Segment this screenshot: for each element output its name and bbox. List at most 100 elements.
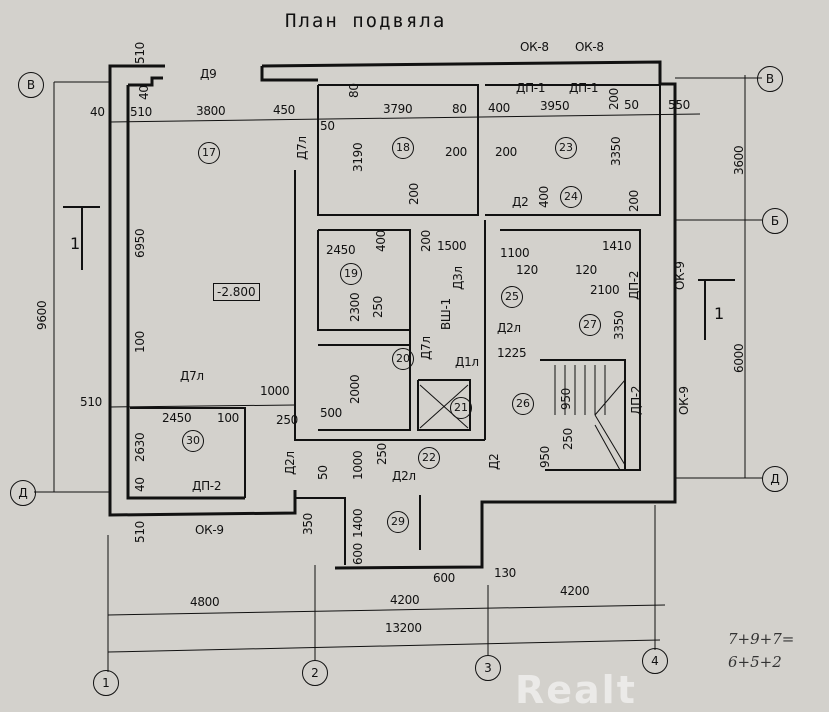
dimension: 6950	[133, 228, 147, 258]
window-label: ОК-9	[677, 386, 691, 415]
dimension: 450	[273, 103, 296, 117]
window-label: ОК-9	[195, 523, 224, 537]
dimension: 4800	[190, 595, 220, 609]
dimension: 13200	[385, 621, 422, 635]
dimension: 4200	[560, 584, 590, 598]
dimension: 350	[301, 512, 315, 535]
room-24: 24	[560, 186, 582, 208]
axis-marker-b: Б	[762, 208, 788, 234]
dimension: 400	[537, 185, 551, 208]
sill-label: ДП-2	[192, 479, 222, 493]
door-label: Д9	[200, 67, 217, 81]
dimension: 200	[445, 145, 468, 159]
room-23: 23	[555, 137, 577, 159]
dimension: 1225	[497, 346, 527, 360]
dimension: 1410	[602, 239, 632, 253]
window-label: ОК-8	[520, 40, 549, 54]
axis-marker-d-left: Д	[10, 480, 36, 506]
room-22: 22	[418, 447, 440, 469]
dimension: 50	[624, 98, 639, 112]
axis-lines	[34, 75, 762, 672]
axis-marker-d-right: Д	[762, 466, 788, 492]
stairs	[554, 365, 626, 471]
dimension: 6000	[732, 343, 746, 373]
dimension: 510	[130, 105, 153, 119]
dimension: 250	[276, 413, 299, 427]
window-label: ОК-9	[673, 261, 687, 290]
drawing-title: План подвяла	[285, 10, 447, 32]
dimension: 2450	[326, 243, 356, 257]
dimension: 100	[133, 330, 147, 353]
axis-marker-v-right: В	[757, 66, 783, 92]
floor-level-mark: -2.800	[213, 283, 260, 301]
dimension: 3600	[732, 145, 746, 175]
dimension: 130	[494, 566, 517, 580]
room-20: 20	[392, 348, 414, 370]
dimension: 40	[90, 105, 105, 119]
dimension: 250	[371, 295, 385, 318]
room-21: 21	[450, 397, 472, 419]
door-label: Д7л	[295, 136, 309, 160]
handwritten-note: 7+9+7=	[728, 630, 795, 648]
door-label: Д7л	[419, 336, 433, 360]
lift-shaft	[419, 384, 469, 429]
axis-marker-1: 1	[93, 670, 119, 696]
axis-marker-v-left: В	[18, 72, 44, 98]
room-26: 26	[512, 393, 534, 415]
room-19: 19	[340, 263, 362, 285]
dimension: 50	[316, 465, 330, 480]
sill-label: ДП-2	[627, 270, 641, 300]
watermark: Realt	[515, 668, 637, 712]
room-27: 27	[579, 314, 601, 336]
inner-walls	[130, 84, 661, 565]
dimension: 510	[133, 41, 147, 64]
dimension: 2630	[133, 432, 147, 462]
axis-marker-2: 2	[302, 660, 328, 686]
dimension: 600	[351, 542, 365, 565]
door-label: Д2	[512, 195, 529, 209]
dimension: 250	[561, 427, 575, 450]
dimension: 3790	[383, 102, 413, 116]
dimension: 1000	[351, 450, 365, 480]
dimension: 3800	[196, 104, 226, 118]
dimension: 1400	[351, 508, 365, 538]
sill-label: ДП-1	[516, 81, 546, 95]
door-label: Д2	[487, 453, 501, 470]
door-label: Д2л	[392, 469, 416, 483]
room-30: 30	[182, 430, 204, 452]
dimension: 200	[419, 229, 433, 252]
dimension: 3350	[609, 136, 623, 166]
room-18: 18	[392, 137, 414, 159]
room-17: 17	[198, 142, 220, 164]
axis-marker-4: 4	[642, 648, 668, 674]
dimension: 250	[375, 442, 389, 465]
dimension: 2300	[348, 292, 362, 322]
dimension: 200	[407, 182, 421, 205]
sill-label: ДП-2	[629, 385, 643, 415]
dimension: 3350	[612, 310, 626, 340]
handwritten-note: 6+5+2	[728, 653, 782, 671]
dimension: 1500	[437, 239, 467, 253]
dimension: 600	[433, 571, 456, 585]
dimension: 2100	[590, 283, 620, 297]
dimension: 1100	[500, 246, 530, 260]
door-label: Д7л	[180, 369, 204, 383]
dimension: 40	[137, 85, 151, 100]
shaft-label: ВШ-1	[439, 298, 453, 330]
dimension: 950	[538, 445, 552, 468]
section-arrows	[63, 206, 735, 340]
door-label: Д3л	[451, 266, 465, 290]
room-29: 29	[387, 511, 409, 533]
dimension: 9600	[35, 300, 49, 330]
dimension: 40	[133, 477, 147, 492]
dimension: 1000	[260, 384, 290, 398]
dimension: 400	[488, 101, 511, 115]
dimension: 510	[133, 520, 147, 543]
dimension: 200	[607, 87, 621, 110]
dimension: 80	[347, 83, 361, 98]
dimension: 200	[627, 189, 641, 212]
dimension: 2000	[348, 374, 362, 404]
section-mark-right: 1	[714, 304, 724, 323]
door-label: Д1л	[455, 355, 479, 369]
